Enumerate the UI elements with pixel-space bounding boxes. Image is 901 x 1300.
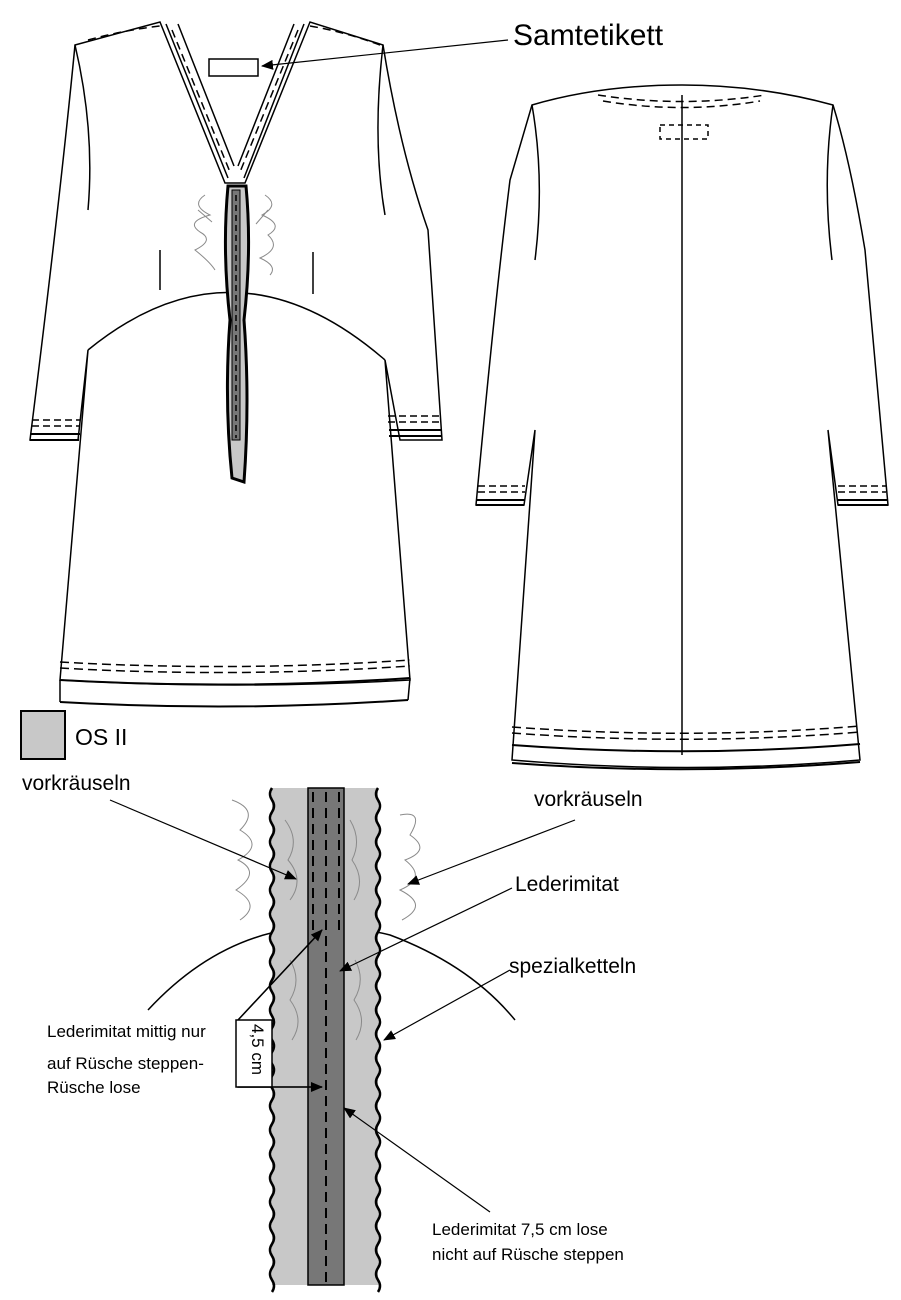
back-armhole-left [531,104,541,261]
front-hem-sides [59,677,411,702]
back-left-cuff-band [476,499,525,506]
samtetikett-box [208,58,259,77]
front-armhole-left [74,44,91,211]
front-placket [193,184,276,485]
front-left-cuff [32,419,80,427]
leader-vorkraeuseln-left [109,799,297,880]
label-samtetikett: Samtetikett [513,19,664,52]
back-right-cuff-band [838,499,888,506]
back-hem-band [511,743,861,771]
front-neckline-trim [165,23,305,179]
note-bottom-line1: Lederimitat 7,5 cm lose [432,1220,608,1239]
front-hem-band [59,677,411,708]
front-ruffle-scribble [193,194,276,276]
label-vorkraeuseln-right: vorkräuseln [534,788,643,811]
note-left-line1: Lederimitat mittig nur [47,1022,206,1041]
back-armhole-right [826,104,834,261]
detail-right-wavy-edge [374,787,382,1293]
leader-lines [109,39,576,1213]
front-right-cuff [388,415,440,423]
leader-note-left-top [237,929,323,1021]
back-label-box [659,124,709,140]
front-right-cuff-band [389,429,442,437]
label-os2: OS II [75,724,128,750]
back-hem-stitch [511,725,861,741]
detail-ruffle-scribble [231,799,421,1041]
label-vorkraeuseln-left: vorkräuseln [22,772,131,795]
leader-samtetikett [261,39,509,70]
label-spezialketteln: spezialketteln [509,955,637,978]
leader-note-bottom [343,1107,491,1213]
note-left-line2: auf Rüsche steppen- [47,1054,204,1073]
label-measure-45: 4,5 cm [248,1024,267,1076]
back-left-cuff [478,485,525,493]
note-left-line3: Rüsche lose [47,1078,141,1097]
front-shoulder-stitch [87,25,381,46]
front-darts [159,250,314,294]
back-view-garment [475,84,889,771]
front-armhole-right [377,44,386,216]
front-left-cuff-band [30,433,80,441]
leader-vorkraeuseln-right [407,819,576,885]
detail-stitch-lines [312,792,340,1282]
leader-spezialketteln [383,969,511,1041]
front-hem-stitch [59,659,411,674]
note-bottom-line2: nicht auf Rüsche steppen [432,1245,624,1264]
measure-box [235,1019,273,1088]
back-right-cuff [838,485,886,493]
leader-lederimitat [339,887,513,972]
os2-legend-swatch [20,710,66,760]
label-lederimitat: Lederimitat [515,873,619,896]
